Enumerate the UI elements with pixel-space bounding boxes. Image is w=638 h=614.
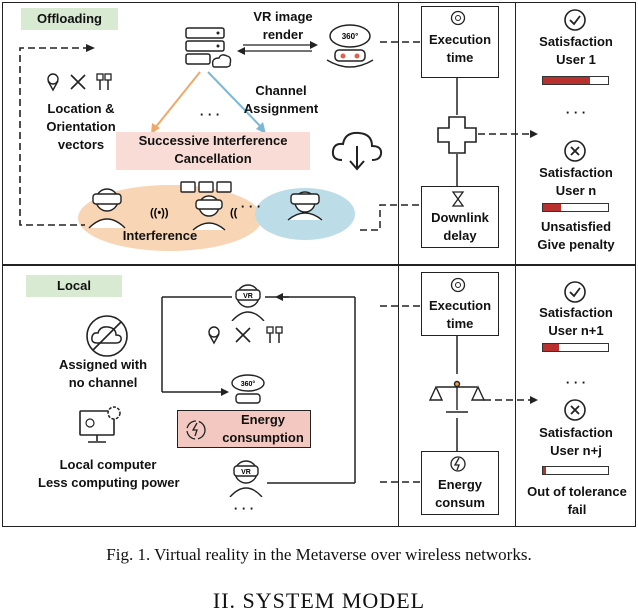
- server-icon: [185, 27, 232, 68]
- ellipsis-right-a: · · ·: [565, 105, 587, 120]
- vr-headset-user-top: VR: [231, 284, 265, 321]
- svg-text:VR: VR: [241, 469, 251, 476]
- interference-label: Interference: [122, 228, 198, 243]
- svg-text:VR: VR: [243, 293, 253, 300]
- local-location-icons: [208, 326, 283, 345]
- vr-360-icon: 360°: [326, 24, 374, 68]
- satisfaction-bar-usern: [542, 203, 609, 212]
- location-vectors-label: Location & Orientation vectors: [46, 101, 116, 152]
- satisfaction-bar-usern1: [542, 343, 609, 352]
- computer-icon: [79, 406, 121, 443]
- energy-icon: [450, 456, 466, 472]
- vr-360-icon-local: 360°: [231, 374, 265, 404]
- satisfaction-fill-usern: [543, 204, 562, 211]
- check-icon-user1: [564, 9, 586, 31]
- figure-caption: Fig. 1. Virtual reality in the Metaverse…: [106, 545, 532, 564]
- energy-cycle-icon: [186, 420, 206, 440]
- local-label: Local: [26, 275, 122, 297]
- cloud-download-icon: [331, 131, 383, 171]
- dashed-loop: [19, 47, 90, 226]
- check-icon-usern1: [564, 281, 586, 303]
- section-heading: II. SYSTEM MODEL: [212, 588, 426, 613]
- cross-icon-usernj: [564, 399, 586, 421]
- plus-icon: [437, 116, 477, 154]
- satisfaction-bar-usernj: [542, 466, 609, 475]
- satisfaction-bar-user1: [542, 76, 609, 85]
- ellipsis-right-b: · · ·: [565, 375, 587, 390]
- hourglass-icon: [451, 191, 465, 207]
- vr-headset-user-bottom: VR: [229, 460, 263, 497]
- ellipsis-top: · · ·: [199, 107, 221, 122]
- satisfaction-fill-usernj: [543, 467, 547, 474]
- ellipsis-bottom: · · ·: [233, 501, 255, 516]
- ellipsis-users: · · ·: [240, 199, 262, 214]
- no-cloud-icon: [86, 315, 128, 357]
- satisfaction-fill-usern1: [543, 344, 560, 351]
- location-orientation-icons: [47, 73, 112, 92]
- helmet-user-icon: [287, 191, 323, 221]
- timer-icon-bottom: [450, 277, 466, 293]
- vr-users-icon: ((•)) ((: [88, 181, 238, 231]
- loop-arrowhead: [86, 44, 95, 52]
- timer-icon-top: [450, 10, 466, 26]
- cross-icon-usern: [564, 140, 586, 162]
- svg-text:((•)): ((•)): [150, 207, 169, 219]
- offloading-label: Offloading: [21, 8, 118, 30]
- svg-text:((: ((: [230, 207, 238, 219]
- svg-text:360°: 360°: [241, 380, 256, 388]
- satisfaction-fill-user1: [543, 77, 590, 84]
- svg-text:360°: 360°: [342, 32, 359, 41]
- row-divider: [2, 264, 636, 266]
- balance-scale-icon: [428, 380, 486, 413]
